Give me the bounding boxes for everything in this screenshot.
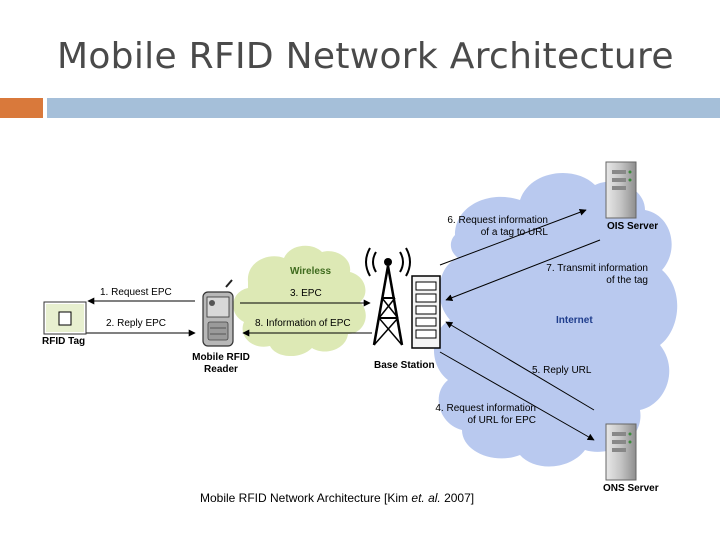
mobile-reader-label-line1: Mobile RFID (192, 352, 250, 363)
base-station-label: Base Station (374, 360, 435, 371)
step-6-label-line2: of a tag to URL (480, 227, 548, 238)
step-2-label: 2. Reply EPC (106, 318, 167, 329)
internet-label: Internet (556, 315, 593, 326)
caption-prefix: Mobile RFID Network Architecture [Kim (200, 491, 412, 505)
mobile-reader-label: Mobile RFID Reader (186, 352, 256, 376)
ois-server-icon (605, 161, 637, 219)
title-accent-bar-blue (47, 98, 720, 118)
step-7-label-line1: 7. Transmit information (546, 263, 648, 274)
step-4-label: 4. Request information of URL for EPC (408, 403, 536, 427)
step-8-label: 8. Information of EPC (255, 318, 351, 329)
step-5-label: 5. Reply URL (532, 365, 592, 376)
internet-cloud (433, 173, 678, 467)
slide-title: Mobile RFID Network Architecture (57, 36, 674, 77)
ons-server-label: ONS Server (603, 483, 659, 494)
wireless-label: Wireless (290, 266, 332, 277)
step-1-label: 1. Request EPC (100, 287, 172, 298)
mobile-phone-icon (202, 279, 234, 347)
caption-suffix: 2007] (440, 491, 475, 505)
base-station-icon (411, 275, 441, 349)
step-3-label: 3. EPC (290, 288, 322, 299)
arrow-4-request-url (439, 351, 595, 441)
arrow-7-transmit-information (445, 239, 601, 301)
step-6-label: 6. Request information of a tag to URL (420, 215, 548, 239)
ois-server-label: OIS Server (607, 221, 659, 232)
step-4-label-line1: 4. Request information (435, 403, 536, 414)
arrow-5-reply-url (445, 321, 595, 411)
mobile-reader-label-line2: Reader (204, 364, 238, 375)
antenna-tower-icon (365, 247, 411, 346)
title-accent-bar-orange (0, 98, 43, 118)
rfid-tag-icon (43, 301, 87, 335)
step-6-label-line1: 6. Request information (447, 215, 548, 226)
step-7-label-line2: of the tag (606, 275, 648, 286)
ons-server-icon (605, 423, 637, 481)
step-7-label: 7. Transmit information of the tag (520, 263, 648, 287)
arrow-6-request-information (439, 208, 587, 266)
figure-caption: Mobile RFID Network Architecture [Kim et… (200, 491, 474, 505)
wireless-cloud (233, 245, 366, 357)
caption-etal: et. al. (411, 491, 441, 505)
rfid-tag-label: RFID Tag (42, 336, 86, 347)
step-4-label-line2: of URL for EPC (467, 415, 536, 426)
